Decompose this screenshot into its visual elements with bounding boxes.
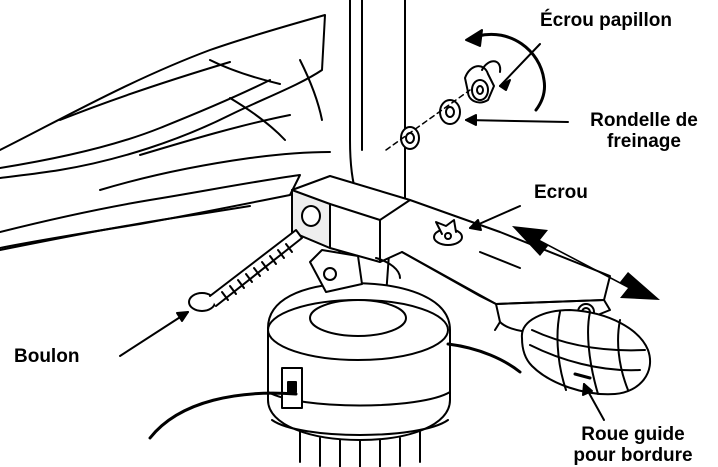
double-arrow-icon <box>512 226 660 300</box>
alignment-line <box>385 89 471 151</box>
nut-label: Ecrou <box>534 182 588 203</box>
guide-wheel-label: Roue guide pour bordure <box>558 424 708 467</box>
cutting-line-left <box>148 391 298 440</box>
lock-washer-label-line1: Rondelle de <box>590 110 698 131</box>
trimmer-head <box>267 249 451 467</box>
guide-wheel-label-line2: pour bordure <box>573 445 693 467</box>
guard-shield <box>0 14 331 251</box>
guide-wheel <box>520 309 651 396</box>
lock-washer-label: Rondelle de freinage <box>574 110 714 153</box>
arm-nut <box>433 219 463 246</box>
cutting-line-right <box>446 342 522 374</box>
bolt <box>188 229 303 312</box>
lock-washer-label-line2: freinage <box>607 131 681 153</box>
leader-lines <box>119 43 605 421</box>
guide-wheel-label-line1: Roue guide <box>581 424 685 445</box>
lock-washer <box>400 99 461 150</box>
wing-nut <box>464 60 502 104</box>
bolt-label: Boulon <box>14 346 80 367</box>
wing-nut-label: Écrou papillon <box>540 10 672 31</box>
rotation-arrow-icon <box>465 29 546 112</box>
